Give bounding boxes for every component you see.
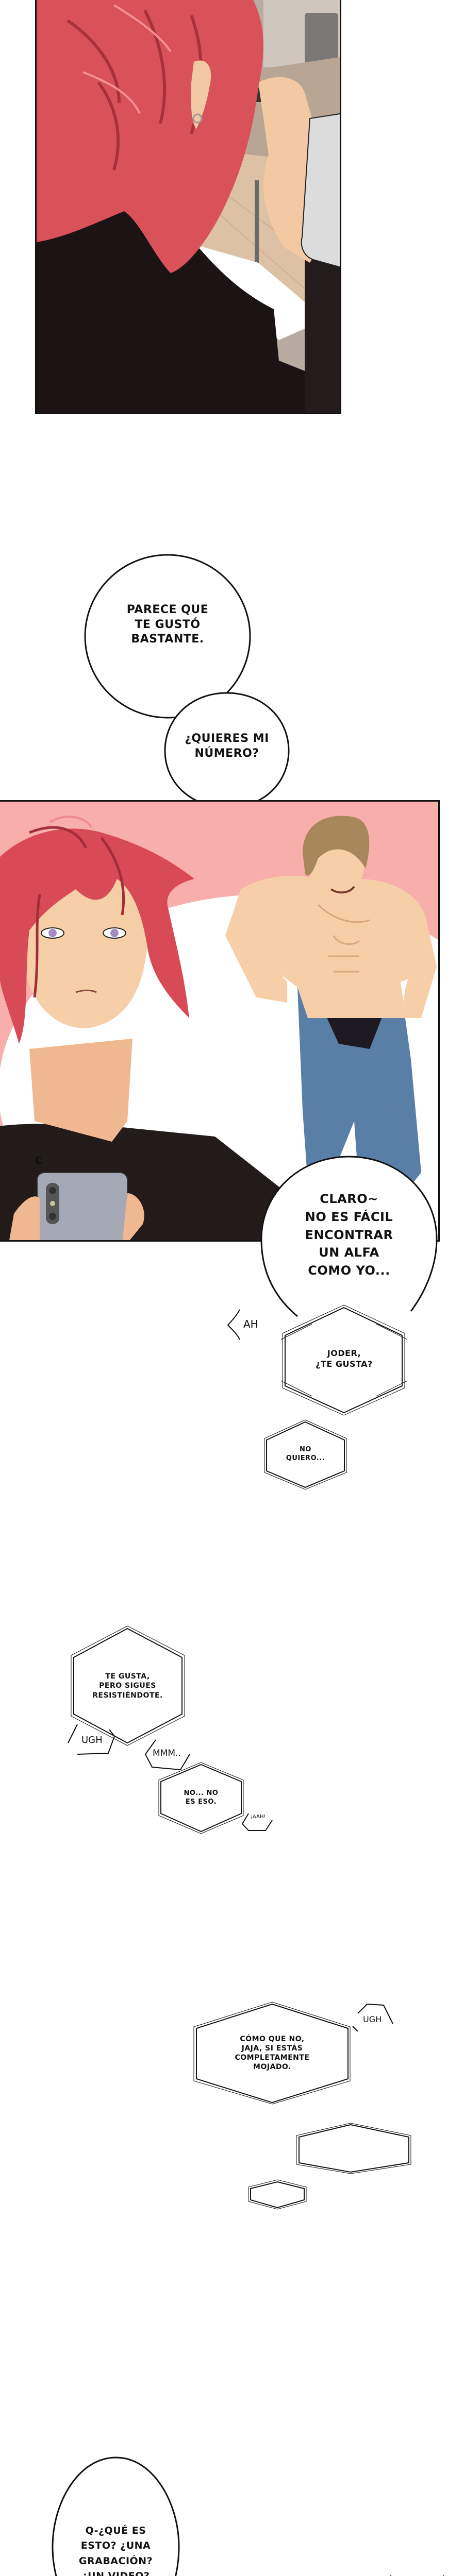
text-line: NO... NO bbox=[184, 1789, 219, 1798]
speech-bubble-3-outline bbox=[260, 1156, 438, 1317]
speech-bubble-2-text: ¿QUIERES MI NÚMERO? bbox=[165, 732, 289, 761]
text-line: CÓMO QUE NO, bbox=[240, 2035, 305, 2043]
panel-1-illustration bbox=[37, 0, 340, 413]
speech-bubble-1: PARECE QUE TE GUSTÓ BASTANTE. bbox=[82, 551, 253, 721]
thought-hex-2-text: NO QUIERO... bbox=[263, 1419, 348, 1489]
text-line: NO bbox=[300, 1445, 311, 1453]
text-line: NO ES FÁCIL bbox=[305, 1209, 393, 1224]
speech-bubble-1-text: PARECE QUE TE GUSTÓ BASTANTE. bbox=[82, 603, 253, 647]
sfx-ah: AH bbox=[243, 1318, 258, 1330]
text-line: ¿QUIERES MI bbox=[185, 732, 269, 745]
text-line: JODER, bbox=[327, 1348, 361, 1358]
thought-hex-3: TE GUSTA, PERO SIGUES RESISTIÉNDOTE. bbox=[70, 1625, 186, 1747]
speech-bubble-1-outline bbox=[84, 554, 251, 719]
thought-hex-4-text: NO... NO ES ESO. bbox=[157, 1762, 245, 1834]
text-line: PERO SIGUES bbox=[99, 1682, 156, 1690]
text-line: ENCONTRAR bbox=[305, 1227, 393, 1242]
neko-kawaii-scan-logo: Neko Kawaii SCAN bbox=[386, 2573, 453, 2576]
text-line: COMPLETAMENTE bbox=[235, 2054, 310, 2062]
text-line: ¿UN VIDEO? bbox=[50, 2569, 181, 2576]
sfx-ah-burst: AH bbox=[227, 1309, 263, 1342]
sfx-mmm: MMM.. bbox=[153, 1748, 181, 1758]
text-line: TE GUSTÓ bbox=[135, 618, 201, 631]
text-line: CLARO~ bbox=[320, 1192, 378, 1206]
text-line: BASTANTE. bbox=[131, 633, 204, 646]
cat-ears-icon bbox=[390, 2574, 444, 2576]
text-line: COMO YO... bbox=[308, 1263, 390, 1278]
text-line: ESTO? ¿UNA bbox=[80, 2540, 151, 2552]
sfx-ugh-1-burst: UGH bbox=[67, 1723, 116, 1759]
hex-outline bbox=[264, 1419, 347, 1490]
speech-bubble-4-text: Q-¿QUÉ ES ESTO? ¿UNA GRABACIÓN? ¿UN VIDE… bbox=[50, 2523, 181, 2576]
text-line: NÚMERO? bbox=[194, 747, 259, 760]
text-line: ES ESO. bbox=[185, 1798, 217, 1806]
hex-outline bbox=[71, 1625, 185, 1746]
sfx-ugh-1: UGH bbox=[81, 1735, 103, 1745]
thought-hex-5-text: CÓMO QUE NO, JAJA, SI ESTÁS COMPLETAMENT… bbox=[192, 2002, 352, 2105]
sfx-aah-burst: ¡AAH! bbox=[241, 1811, 273, 1834]
sfx-ugh-2-burst: UGH bbox=[352, 2003, 395, 2037]
hex-outline bbox=[280, 1304, 408, 1416]
sfx-neck-c: c bbox=[35, 1152, 43, 1167]
sfx-aah: ¡AAH! bbox=[251, 1814, 266, 1820]
panel-1-red-hair-phone bbox=[35, 0, 341, 414]
speech-bubble-3: CLARO~ NO ES FÁCIL ENCONTRAR UN ALFA COM… bbox=[260, 1156, 438, 1332]
thought-hex-7-empty bbox=[246, 2179, 308, 2210]
thought-hex-2: NO QUIERO... bbox=[263, 1419, 348, 1490]
speech-bubble-4: Q-¿QUÉ ES ESTO? ¿UNA GRABACIÓN? ¿UN VIDE… bbox=[50, 2456, 184, 2576]
hex-outline bbox=[158, 1762, 244, 1834]
text-line: Q-¿QUÉ ES bbox=[85, 2525, 146, 2536]
thought-hex-4: NO... NO ES ESO. bbox=[157, 1762, 245, 1834]
text-line: TE GUSTA, bbox=[105, 1672, 150, 1681]
text-line: ¿TE GUSTA? bbox=[316, 1359, 373, 1369]
speech-bubble-4-outline bbox=[52, 2456, 180, 2576]
hex-outline bbox=[248, 2179, 307, 2210]
sfx-mmm-burst: MMM.. bbox=[144, 1739, 191, 1775]
speech-bubble-2: ¿QUIERES MI NÚMERO? bbox=[164, 692, 290, 843]
text-line: UN ALFA bbox=[319, 1245, 379, 1260]
sfx-ugh-2: UGH bbox=[363, 2014, 382, 2024]
text-line: PARECE QUE bbox=[126, 603, 209, 616]
hex-outline bbox=[193, 2002, 351, 2105]
thought-hex-3-text: TE GUSTA, PERO SIGUES RESISTIÉNDOTE. bbox=[70, 1625, 186, 1747]
text-line: GRABACIÓN? bbox=[78, 2555, 153, 2567]
thought-hex-1: JODER, ¿TE GUSTA? bbox=[280, 1303, 408, 1416]
thought-hex-1-text: JODER, ¿TE GUSTA? bbox=[281, 1303, 407, 1414]
text-line: QUIERO... bbox=[286, 1454, 325, 1462]
text-line: JAJA, SI ESTÁS bbox=[241, 2044, 303, 2053]
thought-hex-6-empty bbox=[286, 2123, 412, 2174]
hex-outline bbox=[296, 2123, 411, 2174]
speech-bubble-3-text: CLARO~ NO ES FÁCIL ENCONTRAR UN ALFA COM… bbox=[261, 1190, 437, 1280]
panel-2-phone-and-shirtless-man: c bbox=[0, 800, 440, 1242]
text-line: RESISTIÉNDOTE. bbox=[92, 1691, 163, 1700]
thought-hex-5: CÓMO QUE NO, JAJA, SI ESTÁS COMPLETAMENT… bbox=[192, 2002, 352, 2105]
text-line: MOJADO. bbox=[253, 2063, 291, 2072]
